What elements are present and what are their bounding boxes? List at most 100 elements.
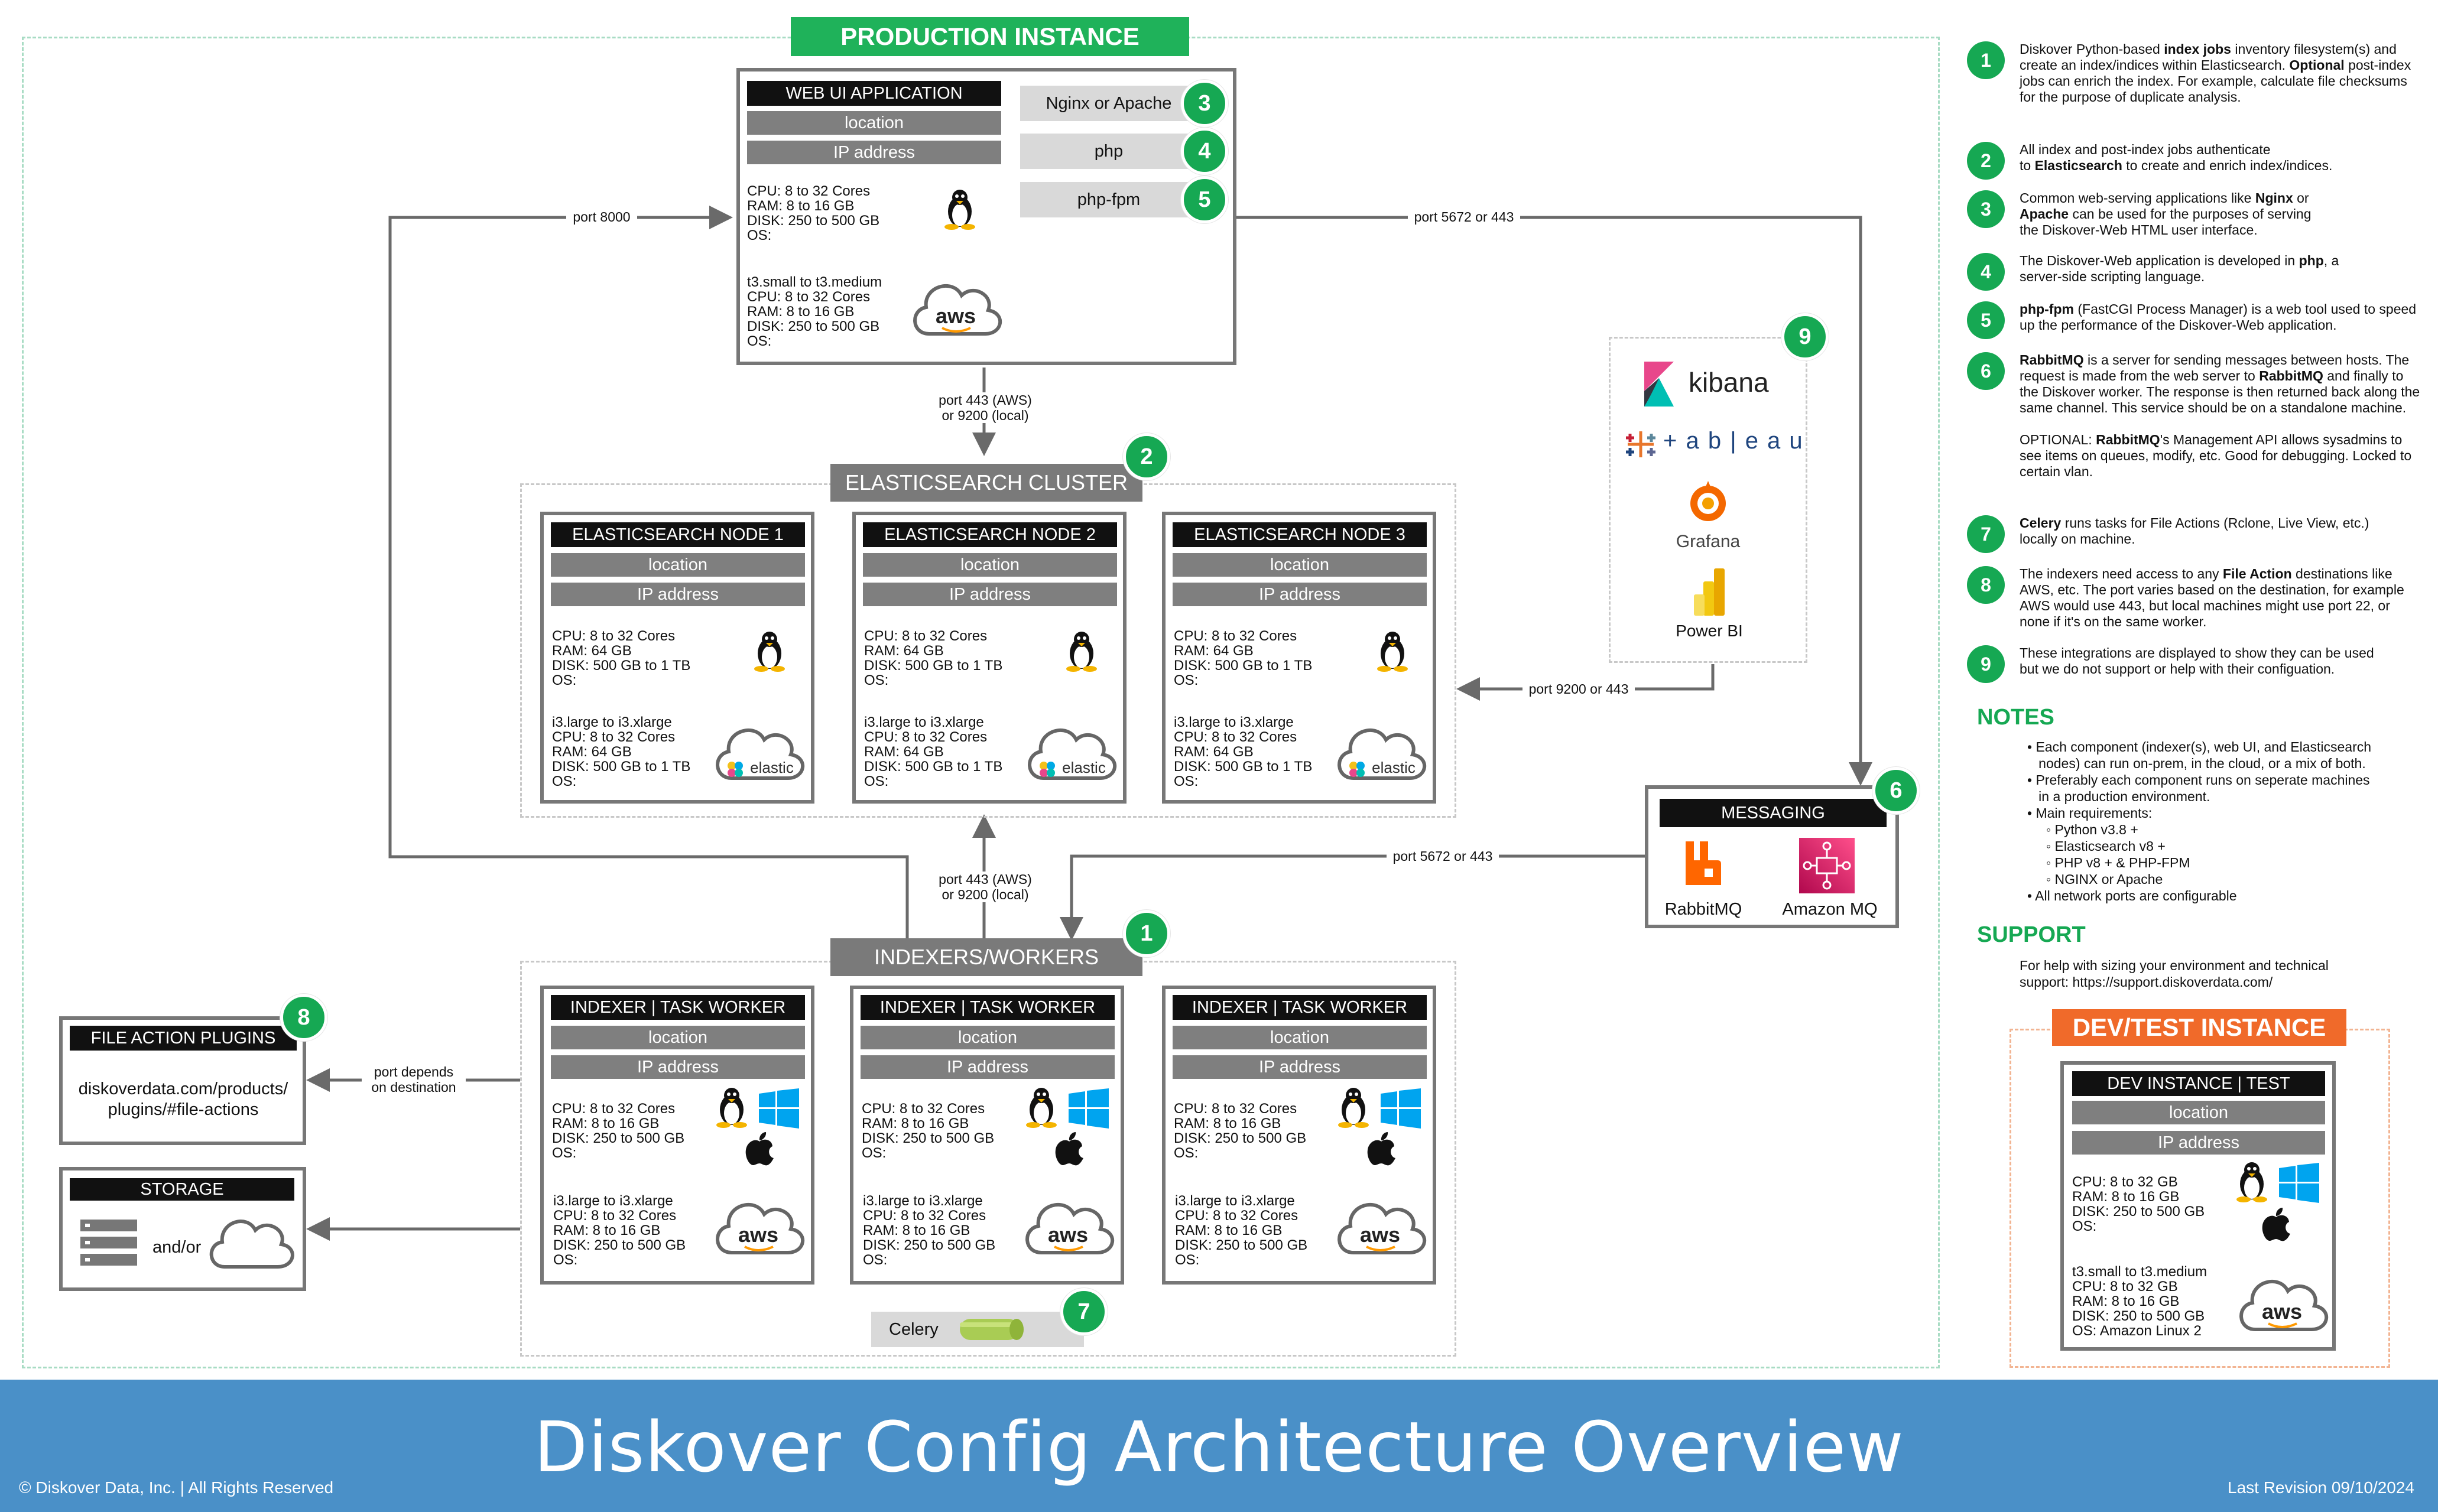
nginx-apache-pill: Nginx or Apache xyxy=(1020,86,1197,121)
devtest-box-title: DEV INSTANCE | TEST xyxy=(2072,1071,2325,1096)
port-5672-top-label: port 5672 or 443 xyxy=(1408,209,1520,225)
legend-text-6: RabbitMQ is a server for sending message… xyxy=(2020,352,2420,479)
worker-3-title: INDEXER | TASK WORKER xyxy=(1173,995,1427,1020)
legend-badge-1: 1 xyxy=(1967,41,2005,79)
notes-item: • Main requirements: xyxy=(2027,805,2153,821)
storage-title: STORAGE xyxy=(70,1178,294,1201)
worker-1-location: location xyxy=(551,1026,805,1049)
apple-icon xyxy=(2261,1208,2291,1242)
elastic-cloud-icon: elastic xyxy=(1330,710,1430,787)
legend-text-7: Celery runs tasks for File Actions (Rclo… xyxy=(2020,515,2369,547)
footer-revision: Last Revision 09/10/2024 xyxy=(2228,1478,2414,1497)
file-actions-link[interactable]: diskoverdata.com/products/ plugins/#file… xyxy=(78,1079,288,1119)
windows-icon xyxy=(2279,1163,2319,1203)
es-node-2-spec-aws: i3.large to i3.xlarge CPU: 8 to 32 Cores… xyxy=(864,714,1003,789)
legend-text-8: The indexers need access to any File Act… xyxy=(2020,566,2404,629)
badge-1: 1 xyxy=(1123,910,1170,957)
linux-icon xyxy=(1335,1086,1372,1129)
badge-4: 4 xyxy=(1181,128,1228,175)
web-ui-spec-aws: t3.small to t3.medium CPU: 8 to 32 Cores… xyxy=(747,274,882,349)
devtest-ip: IP address xyxy=(2072,1131,2325,1155)
worker-2-spec-onprem: CPU: 8 to 32 Cores RAM: 8 to 16 GB DISK:… xyxy=(862,1101,995,1161)
svg-text:elastic: elastic xyxy=(750,759,794,776)
svg-text:aws: aws xyxy=(1360,1222,1400,1247)
legend-badge-7: 7 xyxy=(1967,515,2005,553)
web-ui-spec-onprem: CPU: 8 to 32 Cores RAM: 8 to 16 GB DISK:… xyxy=(747,183,880,243)
aws-cloud-icon: aws xyxy=(1330,1188,1430,1264)
php-fpm-pill: php-fpm xyxy=(1020,182,1197,217)
elastic-cloud-icon: elastic xyxy=(708,710,809,787)
worker-2-ip: IP address xyxy=(861,1055,1115,1079)
notes-item: • Each component (indexer(s), web UI, an… xyxy=(2027,739,2372,755)
badge-5: 5 xyxy=(1181,176,1228,223)
integrations-container xyxy=(1609,337,1807,663)
powerbi-label: Power BI xyxy=(1676,622,1743,640)
file-actions-title: FILE ACTION PLUGINS xyxy=(70,1026,297,1051)
linux-icon xyxy=(751,630,788,672)
production-title: PRODUCTION INSTANCE xyxy=(791,17,1189,56)
svg-text:aws: aws xyxy=(1048,1222,1088,1247)
windows-icon xyxy=(1381,1088,1421,1129)
worker-3-spec-onprem: CPU: 8 to 32 Cores RAM: 8 to 16 GB DISK:… xyxy=(1174,1101,1307,1161)
linux-icon xyxy=(1063,630,1100,672)
worker-2-spec-aws: i3.large to i3.xlarge CPU: 8 to 32 Cores… xyxy=(863,1193,996,1268)
aws-cloud-icon: aws xyxy=(2232,1264,2332,1341)
port-443-mid-label: port 443 (AWS) or 9200 (local) xyxy=(929,872,1041,902)
grafana-label: Grafana xyxy=(1676,532,1741,551)
linux-icon xyxy=(713,1086,751,1129)
devtest-spec-onprem: CPU: 8 to 32 GB RAM: 8 to 16 GB DISK: 25… xyxy=(2072,1174,2205,1234)
es-node-1-title: ELASTICSEARCH NODE 1 xyxy=(551,522,805,547)
badge-7: 7 xyxy=(1060,1288,1108,1335)
notes-item: ◦ NGINX or Apache xyxy=(2027,872,2163,887)
windows-icon xyxy=(759,1088,799,1129)
worker-1-spec-aws: i3.large to i3.xlarge CPU: 8 to 32 Cores… xyxy=(553,1193,686,1268)
apple-icon xyxy=(1054,1132,1084,1166)
devtest-spec-aws: t3.small to t3.medium CPU: 8 to 32 GB RA… xyxy=(2072,1264,2207,1339)
notes-list: • Each component (indexer(s), web UI, an… xyxy=(2027,739,2371,904)
legend-badge-9: 9 xyxy=(1967,645,2005,683)
port-443-top-label: port 443 (AWS) or 9200 (local) xyxy=(929,392,1041,423)
svg-text:aws: aws xyxy=(936,304,976,328)
svg-text:aws: aws xyxy=(2262,1299,2302,1324)
notes-item: • Preferably each component runs on sepe… xyxy=(2027,772,2370,788)
linux-icon xyxy=(941,188,979,230)
legend-badge-3: 3 xyxy=(1967,190,2005,228)
es-node-1-spec-aws: i3.large to i3.xlarge CPU: 8 to 32 Cores… xyxy=(552,714,691,789)
footer-title: Diskover Config Architecture Overview xyxy=(534,1406,1904,1488)
php-pill: php xyxy=(1020,134,1197,169)
worker-3-location: location xyxy=(1173,1026,1427,1049)
es-cluster-title: ELASTICSEARCH CLUSTER xyxy=(830,464,1142,502)
legend-text-5: php-fpm (FastCGI Process Manager) is a w… xyxy=(2020,301,2417,333)
es-node-2-ip: IP address xyxy=(863,583,1117,606)
aws-cloud-icon: aws xyxy=(708,1188,809,1264)
linux-icon xyxy=(1374,630,1411,672)
grafana-icon xyxy=(1686,476,1731,527)
elastic-cloud-icon: elastic xyxy=(1020,710,1121,787)
linux-icon xyxy=(1022,1086,1060,1129)
worker-3-spec-aws: i3.large to i3.xlarge CPU: 8 to 32 Cores… xyxy=(1175,1193,1308,1268)
es-node-1-ip: IP address xyxy=(551,583,805,606)
amazonmq-label: Amazon MQ xyxy=(1782,900,1878,919)
rabbitmq-label: RabbitMQ xyxy=(1664,900,1742,919)
svg-text:aws: aws xyxy=(738,1222,778,1247)
worker-1-title: INDEXER | TASK WORKER xyxy=(551,995,805,1020)
es-node-3-title: ELASTICSEARCH NODE 3 xyxy=(1173,522,1427,547)
aws-cloud-icon: aws xyxy=(905,269,1006,346)
legend-text-2: All index and post-index jobs authentica… xyxy=(2020,142,2333,173)
es-node-1-location: location xyxy=(551,553,805,577)
aws-cloud-icon: aws xyxy=(1018,1188,1118,1264)
badge-2: 2 xyxy=(1123,433,1170,480)
legend-badge-2: 2 xyxy=(1967,142,2005,180)
notes-item: ◦ PHP v8 + & PHP-FPM xyxy=(2027,855,2190,870)
apple-icon xyxy=(1366,1132,1396,1166)
web-ui-location: location xyxy=(747,111,1001,135)
worker-2-location: location xyxy=(861,1026,1115,1049)
support-title: SUPPORT xyxy=(1977,922,2086,947)
notes-item: ◦ Python v3.8 + xyxy=(2027,822,2138,837)
kibana-icon xyxy=(1644,362,1674,407)
web-ui-ip: IP address xyxy=(747,141,1001,164)
es-node-2-spec-onprem: CPU: 8 to 32 Cores RAM: 64 GB DISK: 500 … xyxy=(864,628,1003,688)
tableau-icon xyxy=(1623,427,1658,462)
es-node-1-spec-onprem: CPU: 8 to 32 Cores RAM: 64 GB DISK: 500 … xyxy=(552,628,691,688)
